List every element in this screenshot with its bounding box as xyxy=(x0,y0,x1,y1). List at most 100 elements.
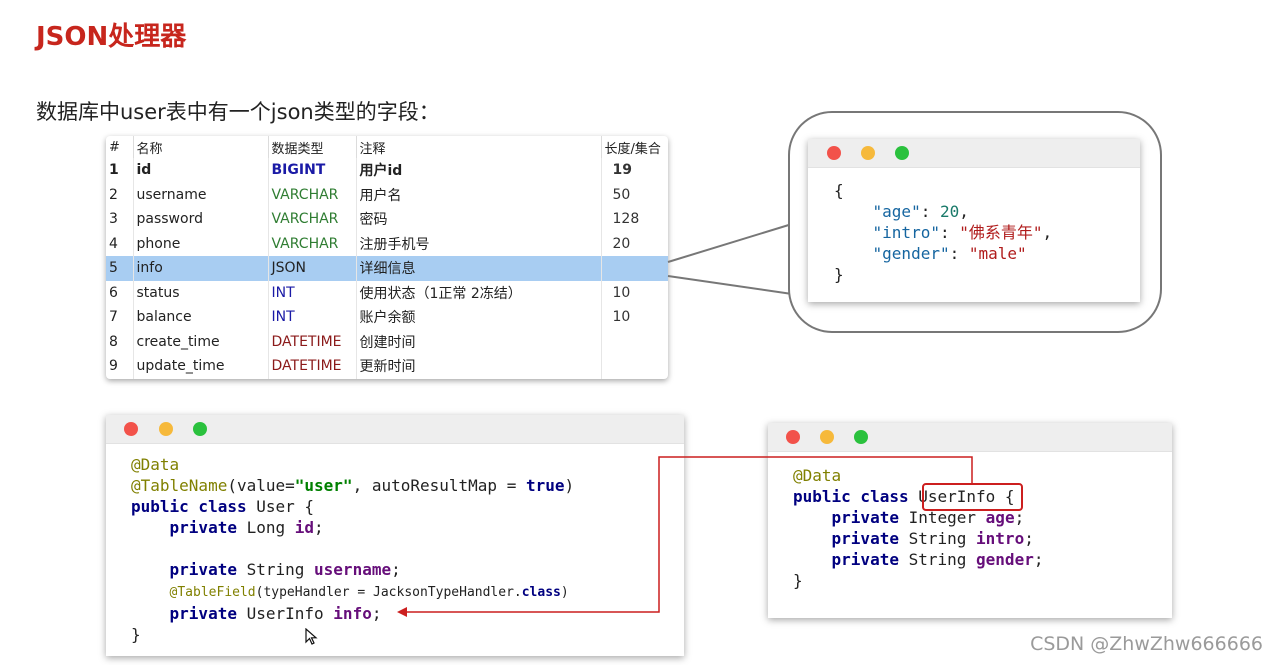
column-name: create_time xyxy=(133,329,269,354)
table-row[interactable]: 8 create_time DATETIME 创建时间 xyxy=(106,329,668,354)
header-name[interactable]: 名称 xyxy=(133,136,269,158)
keyword-public-class: public class xyxy=(131,497,247,516)
field-id: id xyxy=(294,518,315,537)
table-row[interactable]: 3 password VARCHAR 密码 128 xyxy=(106,207,668,232)
column-name: username xyxy=(133,182,269,207)
code-text: ) xyxy=(560,585,569,600)
row-index: 6 xyxy=(106,280,134,305)
column-length: 50 xyxy=(612,186,631,203)
close-dot-icon[interactable] xyxy=(786,430,800,444)
row-index: 3 xyxy=(106,207,134,232)
table-row[interactable]: 6 status INT 使用状态（1正常 2冻结） 10 xyxy=(106,280,668,305)
column-comment: 更新时间 xyxy=(356,354,602,379)
column-name: balance xyxy=(133,305,269,330)
table-row[interactable]: 7 balance INT 账户余额 10 xyxy=(106,305,668,330)
maximize-dot-icon[interactable] xyxy=(895,146,909,160)
json-open-brace: { xyxy=(834,181,844,200)
table-header-row: # 名称 数据类型 注释 长度/集合 xyxy=(106,136,668,158)
db-table-panel: # 名称 数据类型 注释 长度/集合 1 id BIGINT 用户id 19 2… xyxy=(106,136,668,379)
annotation-data: @Data xyxy=(131,455,180,474)
column-type: DATETIME xyxy=(268,354,357,379)
column-comment: 详细信息 xyxy=(356,256,602,281)
json-code: { "age": 20, "intro": "佛系青年", "gender": … xyxy=(834,181,1053,284)
column-type: BIGINT xyxy=(268,158,357,183)
row-index: 4 xyxy=(106,231,134,256)
keyword-private: private xyxy=(831,508,899,527)
mouse-cursor-icon xyxy=(305,628,318,645)
column-length[interactable] xyxy=(600,256,668,281)
window-titlebar xyxy=(808,139,1140,168)
column-length: 10 xyxy=(612,284,631,301)
code-text: ; xyxy=(1014,508,1025,527)
window-titlebar xyxy=(768,423,1172,452)
table-row[interactable]: 2 username VARCHAR 用户名 50 xyxy=(106,182,668,207)
header-length[interactable]: 长度/集合 xyxy=(604,141,661,157)
minimize-dot-icon[interactable] xyxy=(820,430,834,444)
column-type: JSON xyxy=(268,256,357,281)
code-text: { xyxy=(995,487,1015,506)
annotation-tablefield: @TableField xyxy=(169,585,256,600)
column-length: 128 xyxy=(612,211,640,228)
row-index: 5 xyxy=(106,256,134,281)
minimize-dot-icon[interactable] xyxy=(861,146,875,160)
class-close-brace: } xyxy=(793,571,803,590)
column-length: 10 xyxy=(612,309,631,326)
column-comment: 用户id xyxy=(356,158,602,183)
column-comment: 密码 xyxy=(356,207,602,232)
code-text: , autoResultMap = xyxy=(352,476,526,495)
close-dot-icon[interactable] xyxy=(124,422,138,436)
annotation-tablename: @TableName xyxy=(131,476,228,495)
table-row[interactable]: 4 phone VARCHAR 注册手机号 20 xyxy=(106,231,668,256)
callout-line-bottom xyxy=(667,275,793,295)
json-key-intro: "intro" xyxy=(872,223,940,242)
minimize-dot-icon[interactable] xyxy=(159,422,173,436)
maximize-dot-icon[interactable] xyxy=(854,430,868,444)
json-window: { "age": 20, "intro": "佛系青年", "gender": … xyxy=(808,139,1140,302)
userinfo-class-code: @Data public class UserInfo { private In… xyxy=(793,465,1043,591)
user-class-window: @Data @TableName(value="user", autoResul… xyxy=(106,415,684,656)
row-index: 2 xyxy=(106,182,134,207)
field-info: info xyxy=(333,604,372,623)
type-string: String xyxy=(898,529,977,548)
keyword-private: private xyxy=(169,560,237,579)
json-key-gender: "gender" xyxy=(872,244,950,263)
close-dot-icon[interactable] xyxy=(827,146,841,160)
table-row-selected[interactable]: 5 info JSON 详细信息 xyxy=(106,256,668,281)
column-type: VARCHAR xyxy=(268,182,357,207)
userinfo-class-window: @Data public class UserInfo { private In… xyxy=(768,423,1172,618)
code-text: (value= xyxy=(227,476,295,495)
slide-subtitle: 数据库中user表中有一个json类型的字段： xyxy=(36,100,440,124)
keyword-private: private xyxy=(169,604,237,623)
column-type: VARCHAR xyxy=(268,207,357,232)
column-name: password xyxy=(133,207,269,232)
keyword-private: private xyxy=(831,550,899,569)
class-name-userinfo: UserInfo xyxy=(918,487,996,506)
type-long: Long xyxy=(236,518,295,537)
field-gender: gender xyxy=(976,550,1034,569)
type-string: String xyxy=(236,560,315,579)
keyword-public-class: public class xyxy=(793,487,909,506)
class-close-brace: } xyxy=(131,625,141,644)
user-class-code: @Data @TableName(value="user", autoResul… xyxy=(131,454,574,645)
header-type[interactable]: 数据类型 xyxy=(268,136,357,158)
db-columns-table: # 名称 数据类型 注释 长度/集合 1 id BIGINT 用户id 19 2… xyxy=(106,136,668,379)
table-row[interactable]: 1 id BIGINT 用户id 19 xyxy=(106,158,668,183)
arrow-path xyxy=(404,456,973,613)
code-text: ; xyxy=(1033,550,1044,569)
header-index[interactable]: # xyxy=(106,136,134,158)
column-comment: 注册手机号 xyxy=(356,231,602,256)
window-titlebar xyxy=(106,415,684,444)
field-username: username xyxy=(314,560,392,579)
column-type: VARCHAR xyxy=(268,231,357,256)
row-index: 7 xyxy=(106,305,134,330)
header-comment[interactable]: 注释 xyxy=(356,136,602,158)
column-name: info xyxy=(133,256,269,281)
code-text: (typeHandler = JacksonTypeHandler. xyxy=(255,585,522,600)
json-value-age: 20 xyxy=(939,202,960,221)
type-userinfo: UserInfo xyxy=(236,604,334,623)
table-row[interactable]: 9 update_time DATETIME 更新时间 xyxy=(106,354,668,379)
class-name-user: User { xyxy=(246,497,315,516)
maximize-dot-icon[interactable] xyxy=(193,422,207,436)
type-integer: Integer xyxy=(898,508,986,527)
